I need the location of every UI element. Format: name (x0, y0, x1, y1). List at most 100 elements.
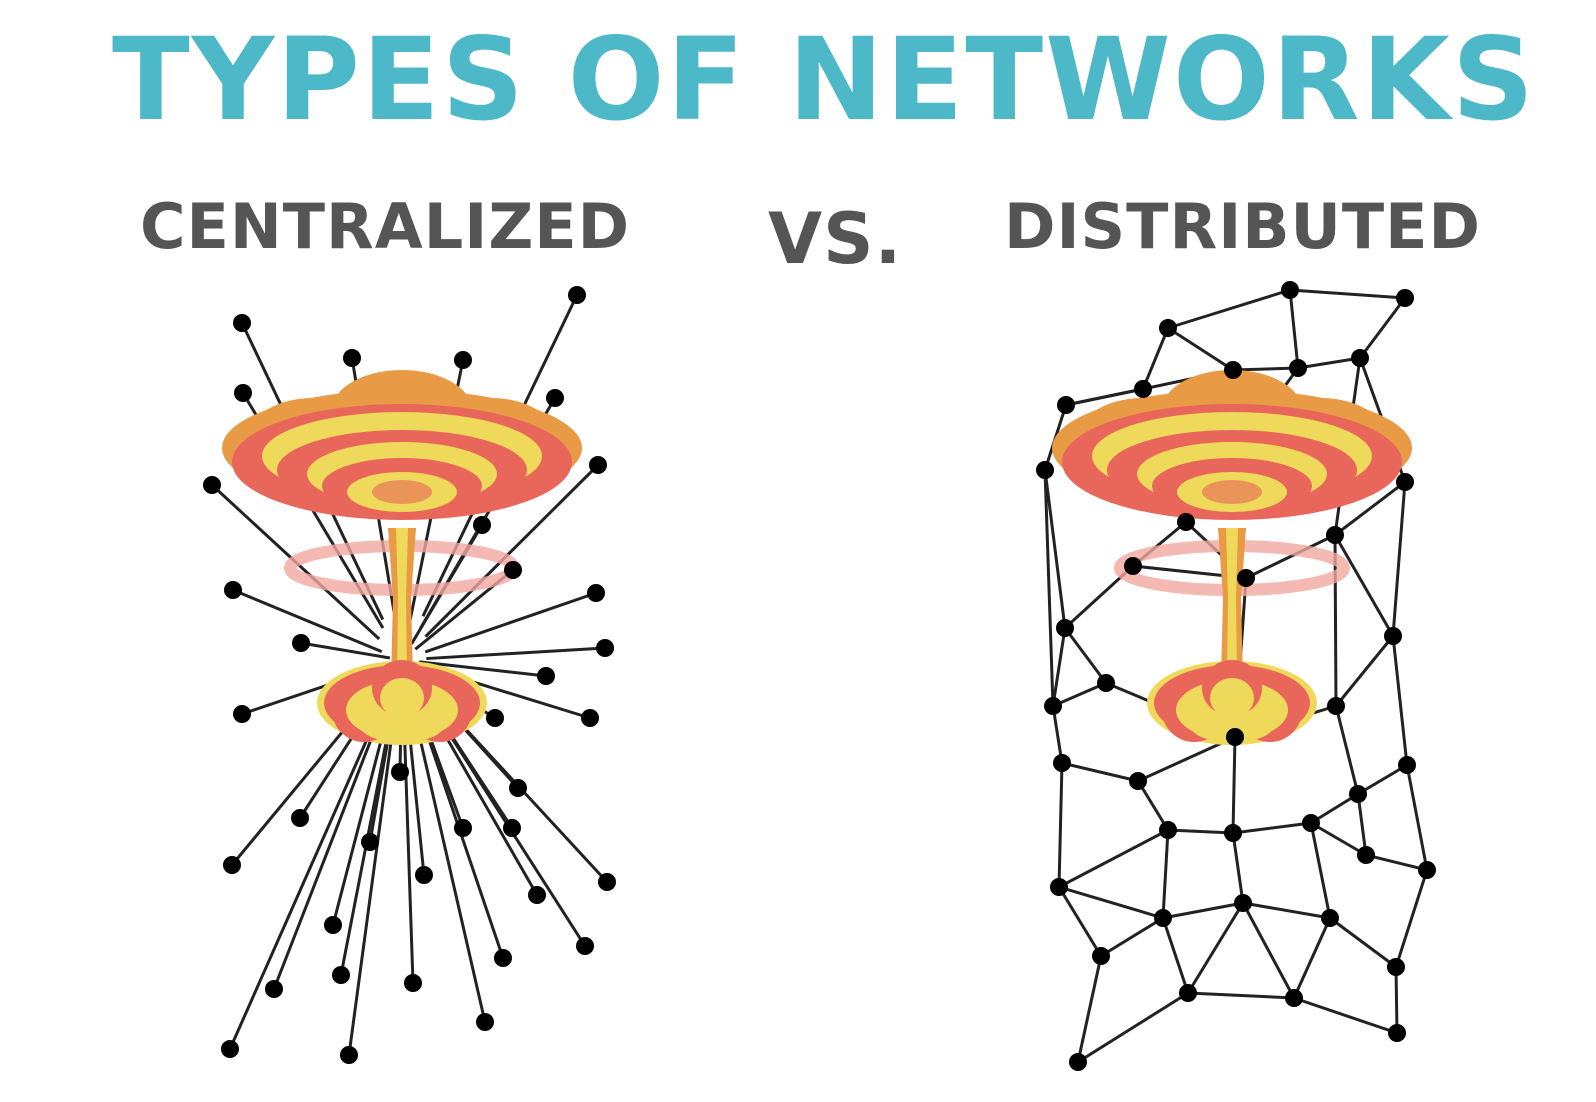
network-link (1245, 533, 1336, 580)
network-node (454, 819, 472, 837)
network-node (324, 916, 342, 934)
network-node (1224, 361, 1242, 379)
network-link (272, 698, 389, 990)
network-node (1154, 909, 1172, 927)
network-node (537, 667, 555, 685)
network-link (1051, 705, 1064, 764)
network-link (1334, 635, 1395, 707)
network-node (221, 1040, 239, 1058)
network-link (1141, 327, 1170, 390)
network-link (426, 646, 606, 661)
network-node (1357, 846, 1375, 864)
network-node (503, 819, 521, 837)
distributed-label: DISTRIBUTED (1004, 190, 1481, 263)
network-node (1056, 619, 1074, 637)
network-link (1167, 326, 1234, 372)
network-link (1242, 901, 1331, 920)
network-node (504, 561, 522, 579)
network-node (1302, 814, 1320, 832)
network-node (404, 974, 422, 992)
network-link (228, 706, 383, 1050)
network-node (1384, 627, 1402, 645)
network-node (1044, 697, 1062, 715)
network-node (1327, 697, 1345, 715)
network-node (1237, 569, 1255, 587)
network-link (1391, 481, 1407, 637)
network-node (1159, 821, 1177, 839)
network-node (1097, 674, 1115, 692)
network-link (1309, 822, 1332, 919)
network-node (233, 705, 251, 723)
network-node (1179, 984, 1197, 1002)
network-node (1050, 878, 1068, 896)
network-link (1076, 955, 1103, 1063)
network-node (486, 709, 504, 727)
network-link (1394, 966, 1399, 1034)
network-link (1310, 792, 1359, 825)
network-link (1167, 828, 1234, 835)
network-node (494, 949, 512, 967)
network-node (340, 1046, 358, 1064)
network-node (576, 937, 594, 955)
network-link (1289, 288, 1406, 300)
network-link (1405, 764, 1429, 871)
network-link (1333, 534, 1395, 637)
network-link (1063, 627, 1108, 684)
network-node (234, 384, 252, 402)
network-link (1043, 469, 1055, 707)
network-link (1334, 705, 1360, 795)
network-link (1358, 297, 1407, 359)
network-node (568, 286, 586, 304)
network-link (300, 641, 391, 660)
network-link (1057, 886, 1103, 957)
network-link (1293, 996, 1398, 1035)
network-node (1418, 861, 1436, 879)
network-link (232, 588, 383, 653)
network-link (424, 591, 597, 654)
network-node (1159, 319, 1177, 337)
network-node (1036, 461, 1054, 479)
centralized-explosion-icon (222, 370, 582, 745)
network-node (1388, 1024, 1406, 1042)
slide-title: TYPES OF NETWORKS (112, 13, 1536, 146)
network-link (1161, 829, 1170, 919)
network-node (587, 584, 605, 602)
network-node (1092, 947, 1110, 965)
network-link (1334, 480, 1406, 537)
network-node (1057, 396, 1075, 414)
network-link (1065, 387, 1144, 407)
network-node (1124, 557, 1142, 575)
network-link (1288, 289, 1300, 369)
network-link (401, 698, 415, 984)
network-node (265, 980, 283, 998)
network-link (1394, 869, 1429, 968)
network-link (1051, 627, 1067, 707)
network-node (509, 779, 527, 797)
network-node (1398, 756, 1416, 774)
network-node (1234, 894, 1252, 912)
network-node (476, 1013, 494, 1031)
network-node (415, 866, 433, 884)
network-link (1357, 763, 1408, 796)
network-node (1224, 824, 1242, 842)
network-node (596, 639, 614, 657)
network-node (291, 809, 309, 827)
network-link (1310, 821, 1367, 857)
network-link (1167, 288, 1291, 330)
network-node (528, 886, 546, 904)
network-link (419, 660, 547, 678)
network-link (1232, 821, 1312, 835)
network-link (1329, 916, 1397, 969)
network-link (1292, 917, 1332, 999)
network-node (473, 516, 491, 534)
centralized-label: CENTRALIZED (140, 190, 631, 263)
network-link (1187, 991, 1295, 1000)
network-node (1351, 349, 1369, 367)
network-link (1136, 780, 1170, 831)
network-node (332, 966, 350, 984)
network-link (1162, 901, 1244, 920)
network-link (1186, 902, 1245, 994)
network-node (224, 581, 242, 599)
network-node (1134, 380, 1152, 398)
